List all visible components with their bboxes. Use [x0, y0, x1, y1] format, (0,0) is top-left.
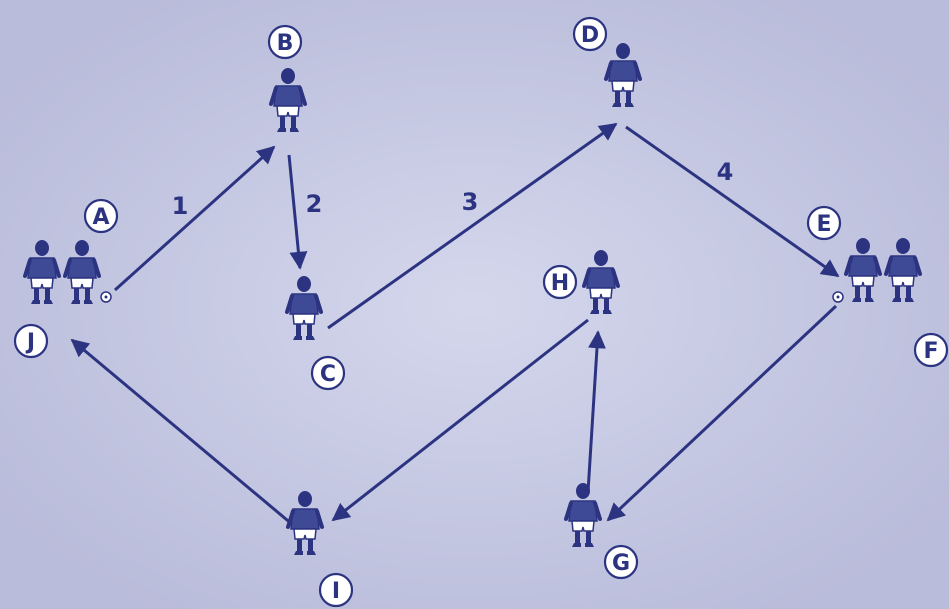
label-i-text: I — [332, 579, 340, 604]
pass-number-2: 2 — [306, 190, 323, 218]
arrow-icon — [625, 125, 840, 278]
label-b: B — [267, 24, 303, 60]
ball-icon — [100, 291, 112, 303]
label-i: I — [318, 572, 354, 608]
label-b-text: B — [277, 31, 294, 56]
label-a-text: A — [92, 205, 109, 230]
label-f: F — [913, 332, 949, 368]
label-d-text: D — [581, 23, 599, 48]
pass-number-1: 1 — [172, 192, 189, 220]
arrow-icon — [586, 330, 606, 493]
label-d: D — [572, 16, 608, 52]
label-e: E — [806, 205, 842, 241]
pass-number-3: 3 — [462, 188, 479, 216]
arrow-icon — [70, 338, 294, 527]
arrow-icon — [331, 318, 589, 522]
label-j: J — [13, 323, 49, 359]
arrow-icon — [606, 304, 838, 522]
arrow-icon — [327, 122, 618, 330]
label-c-text: C — [320, 362, 336, 387]
label-h: H — [542, 264, 578, 300]
label-g-text: G — [612, 551, 630, 576]
label-g: G — [603, 544, 639, 580]
label-c: C — [310, 355, 346, 391]
label-f-text: F — [923, 339, 938, 364]
label-e-text: E — [816, 212, 831, 237]
arrow-icon — [113, 145, 276, 292]
arrow-icon — [287, 154, 308, 270]
pass-number-4: 4 — [717, 158, 734, 186]
label-a: A — [83, 198, 119, 234]
label-h-text: H — [551, 271, 569, 296]
ball-icon — [832, 291, 844, 303]
label-j-text: J — [25, 330, 35, 355]
